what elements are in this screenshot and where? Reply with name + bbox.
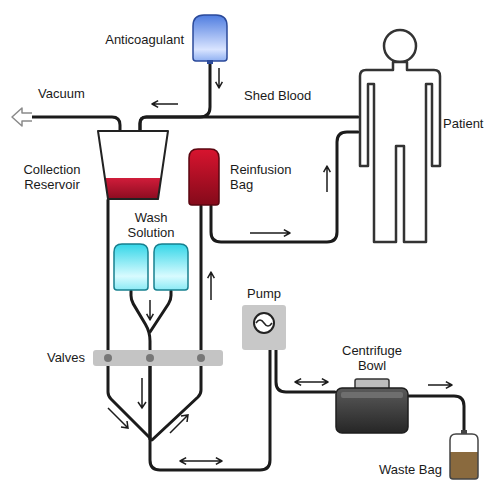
collection-reservoir-shape	[97, 130, 169, 200]
flow-arrow	[295, 379, 328, 386]
node-label: Anticoagulant	[84, 32, 184, 47]
edge-label: Shed Blood	[242, 88, 313, 103]
flow-arrow	[216, 68, 223, 88]
tube-line	[131, 291, 150, 350]
roller-pump-shape	[242, 305, 286, 350]
waste-bag-shape	[448, 430, 480, 480]
tube-connector	[108, 200, 109, 350]
flow-arrow	[324, 166, 331, 192]
tube-line	[107, 200, 110, 350]
tube-connector	[140, 64, 222, 130]
line-label: Vacuum	[38, 86, 85, 101]
node-label: Centrifuge Bowl	[331, 343, 413, 373]
tube-line	[211, 132, 358, 242]
tube-line	[276, 350, 335, 392]
roller-pump: Pump	[242, 305, 286, 350]
valve-bar: Valves	[93, 350, 223, 366]
tube-line	[140, 64, 210, 130]
tube-connector	[150, 350, 270, 470]
node-label: Wash Solution	[113, 210, 189, 240]
tube-connector	[140, 101, 358, 130]
tube-connector	[276, 350, 335, 392]
tube-connector	[211, 132, 358, 242]
flow-arrow	[250, 230, 290, 237]
flow-arrow	[138, 378, 146, 408]
node-label: Collection Reservoir	[13, 162, 91, 192]
collection-reservoir: Collection Reservoir	[97, 130, 169, 200]
vacuum-exit-symbol	[12, 108, 32, 126]
waste-bag: Waste Bag	[448, 430, 480, 480]
valve-leg-tube	[152, 366, 201, 440]
centrifuge-bowl-shape	[335, 378, 409, 434]
tube-connector	[131, 291, 171, 350]
node-label: Reinfusion Bag	[230, 162, 302, 192]
tube-line	[409, 396, 464, 430]
wash-solution-bags-shape	[113, 243, 189, 291]
centrifuge-bowl: Centrifuge Bowl	[335, 378, 409, 434]
anticoagulant-bag: Anticoagulant	[192, 14, 228, 64]
reinfusion-bag: Reinfusion Bag	[188, 148, 220, 206]
flow-arrow	[170, 415, 188, 433]
flow-arrow	[152, 101, 178, 108]
tube-line	[150, 350, 270, 470]
wash-solution-bags: Wash Solution	[113, 243, 189, 291]
reinfusion-bag-shape	[188, 148, 220, 206]
patient-figure: Patient	[358, 26, 444, 244]
flow-arrow	[108, 408, 128, 428]
vacuum-tube	[30, 117, 120, 131]
valve-leg-tube	[108, 366, 150, 438]
flow-arrow	[208, 272, 215, 300]
node-label: Valves	[37, 350, 85, 365]
flow-arrow	[147, 300, 154, 320]
flow-arrow	[180, 458, 222, 465]
anticoagulant-bag-shape	[192, 14, 228, 64]
valve-bar-shape	[93, 350, 223, 366]
tube-line	[200, 206, 203, 350]
flow-arrow	[428, 382, 452, 389]
tube-line	[140, 117, 358, 130]
node-label: Pump	[234, 286, 294, 301]
tube-connector	[409, 382, 464, 430]
patient-figure-shape	[358, 26, 444, 244]
tube-line	[150, 291, 171, 332]
node-label: Waste Bag	[370, 462, 442, 477]
node-label: Patient	[443, 116, 497, 131]
